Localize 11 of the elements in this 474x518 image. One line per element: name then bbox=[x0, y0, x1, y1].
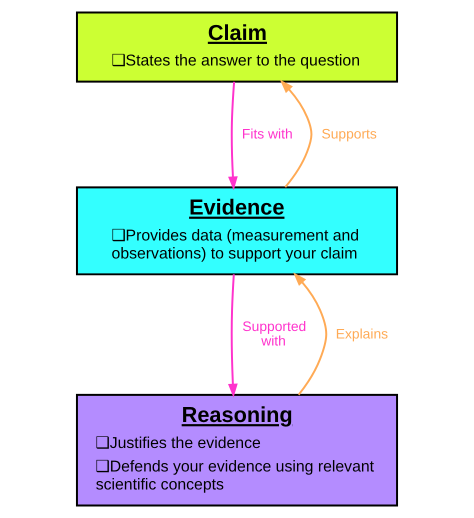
node-box: Evidence ❑Provides data (measurement and observations) to support your claim bbox=[76, 186, 398, 276]
edge-label: Supports bbox=[321, 126, 377, 142]
node-box: Reasoning ❑Justifies the evidence ❑Defends your evidence using relevant scientific concepts bbox=[76, 394, 398, 506]
arrow bbox=[293, 272, 328, 396]
arrow bbox=[228, 82, 238, 190]
arrow bbox=[280, 80, 312, 188]
arrow bbox=[228, 274, 238, 398]
node-box: Claim ❑States the answer to the question bbox=[76, 12, 398, 83]
edge-label: Explains bbox=[336, 326, 388, 342]
edge-label: Supported with bbox=[242, 318, 306, 349]
edge-label: Fits with bbox=[242, 126, 293, 142]
